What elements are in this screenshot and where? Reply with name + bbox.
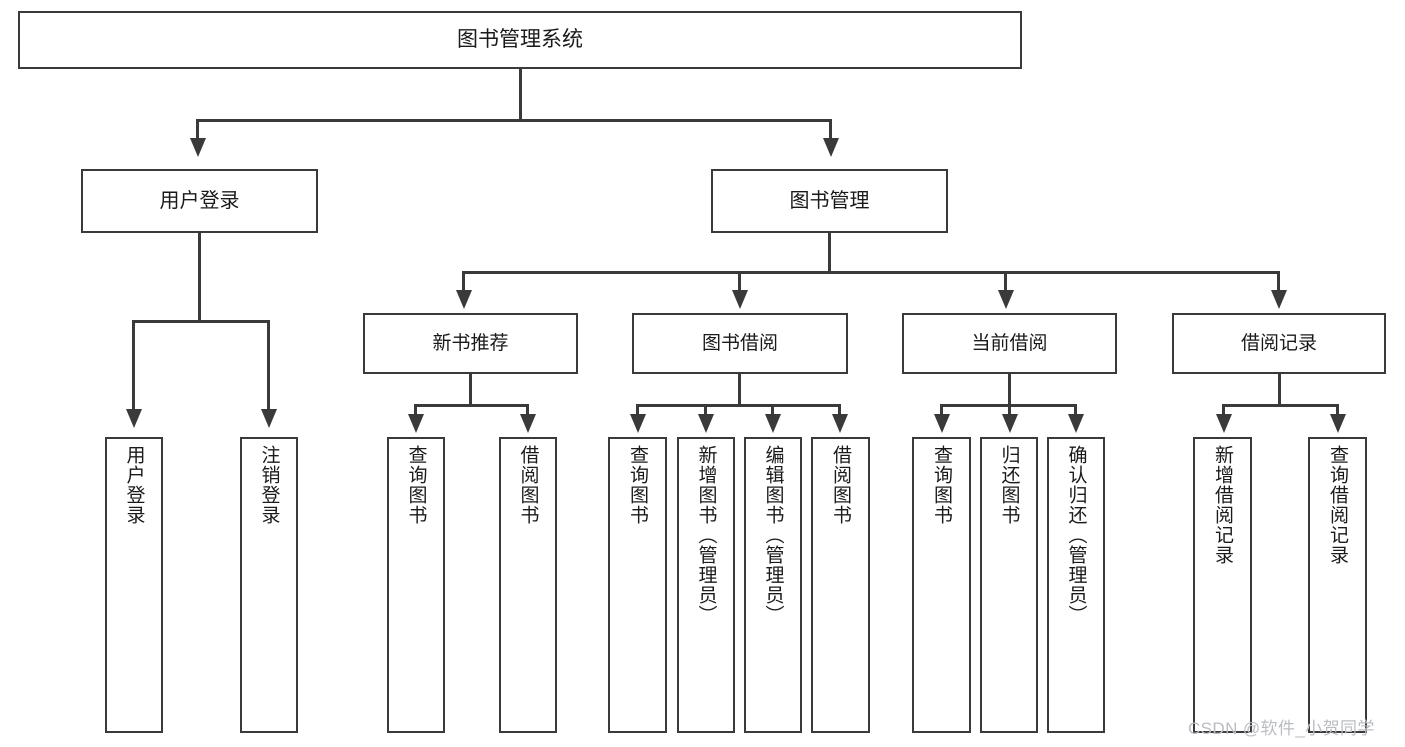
node-root-system[interactable]: 图书管理系统 xyxy=(18,11,1022,69)
node-label: 注销登录 xyxy=(258,445,280,525)
edge-new-book-to-leaf-0 xyxy=(414,404,417,418)
arrow-current-borrow-to-leaf-0 xyxy=(934,414,950,433)
edge-root-stem xyxy=(519,69,522,121)
arrow-book-manage-to-lvl2-3 xyxy=(1271,290,1287,309)
edge-root-to-user-login xyxy=(196,119,199,141)
node-borrow-record[interactable]: 借阅记录 xyxy=(1172,313,1386,374)
edge-new-book-bus xyxy=(414,404,529,407)
node-label: 用户登录 xyxy=(159,189,240,212)
node-label: 查询图书 xyxy=(627,445,648,525)
node-label: 查询借阅记录 xyxy=(1327,445,1348,565)
arrow-book-manage-to-lvl2-1 xyxy=(732,290,748,309)
edge-root-to-book-manage xyxy=(829,119,832,141)
arrow-new-book-to-leaf-1 xyxy=(520,414,536,433)
node-label: 图书借阅 xyxy=(701,332,778,354)
node-label: 当前借阅 xyxy=(971,332,1048,354)
edge-borrow-record-bus xyxy=(1222,404,1339,407)
node-label: 图书管理 xyxy=(789,189,870,212)
arrow-borrow-record-to-leaf-1 xyxy=(1330,414,1346,433)
node-label: 编辑图书（管理员） xyxy=(762,445,784,625)
node-book-borrow[interactable]: 图书借阅 xyxy=(632,313,848,374)
leaf-borrow-record-1[interactable]: 查询借阅记录 xyxy=(1308,437,1367,733)
arrow-current-borrow-to-leaf-1 xyxy=(1002,414,1018,433)
arrow-root-to-book-manage xyxy=(823,138,839,157)
leaf-current-borrow-2[interactable]: 确认归还（管理员） xyxy=(1047,437,1105,733)
leaf-book-borrow-3[interactable]: 借阅图书 xyxy=(811,437,870,733)
edge-borrow-record-stem xyxy=(1278,374,1281,406)
node-label: 归还图书 xyxy=(998,445,1020,525)
edge-book-borrow-to-leaf-1 xyxy=(704,404,707,418)
arrow-book-manage-to-lvl2-0 xyxy=(456,290,472,309)
leaf-user-login-1[interactable]: 注销登录 xyxy=(240,437,298,733)
edge-new-book-stem xyxy=(469,374,472,406)
arrow-book-manage-to-lvl2-2 xyxy=(998,290,1014,309)
node-current-borrow[interactable]: 当前借阅 xyxy=(902,313,1117,374)
arrow-current-borrow-to-leaf-2 xyxy=(1068,414,1084,433)
leaf-current-borrow-0[interactable]: 查询图书 xyxy=(912,437,971,733)
edge-new-book-to-leaf-1 xyxy=(526,404,529,418)
edge-current-borrow-to-leaf-0 xyxy=(940,404,943,418)
arrow-user-login-to-leaf-0 xyxy=(126,409,142,428)
edge-book-manage-stem xyxy=(828,233,831,273)
edge-book-manage-bus xyxy=(462,271,1280,274)
edge-book-borrow-stem xyxy=(738,374,741,406)
node-label: 图书管理系统 xyxy=(457,28,583,52)
edge-book-borrow-bus xyxy=(636,404,841,407)
node-label: 借阅记录 xyxy=(1240,332,1317,354)
edge-book-manage-to-lvl2-0 xyxy=(462,271,465,293)
arrow-book-borrow-to-leaf-1 xyxy=(698,414,714,433)
edge-user-login-stem xyxy=(198,233,201,323)
edge-current-borrow-to-leaf-2 xyxy=(1074,404,1077,418)
arrow-book-borrow-to-leaf-3 xyxy=(832,414,848,433)
node-user-login[interactable]: 用户登录 xyxy=(81,169,318,233)
arrow-root-to-user-login xyxy=(190,138,206,157)
leaf-new-book-recommend-1[interactable]: 借阅图书 xyxy=(499,437,557,733)
arrow-new-book-to-leaf-0 xyxy=(408,414,424,433)
leaf-user-login-0[interactable]: 用户登录 xyxy=(105,437,163,733)
edge-book-manage-to-lvl2-1 xyxy=(738,271,741,293)
edge-borrow-record-to-leaf-1 xyxy=(1336,404,1339,418)
edge-root-bus xyxy=(196,119,832,122)
edge-user-login-to-leaf-0 xyxy=(132,320,135,412)
node-label: 查询图书 xyxy=(931,445,952,525)
arrow-book-borrow-to-leaf-0 xyxy=(630,414,646,433)
leaf-book-borrow-2[interactable]: 编辑图书（管理员） xyxy=(744,437,802,733)
node-label: 新增图书（管理员） xyxy=(695,445,717,625)
arrow-user-login-to-leaf-1 xyxy=(261,409,277,428)
edge-user-login-to-leaf-1 xyxy=(267,320,270,412)
leaf-borrow-record-0[interactable]: 新增借阅记录 xyxy=(1193,437,1252,733)
leaf-book-borrow-1[interactable]: 新增图书（管理员） xyxy=(677,437,735,733)
node-label: 借阅图书 xyxy=(830,445,851,525)
edge-current-borrow-stem xyxy=(1008,374,1011,406)
arrow-borrow-record-to-leaf-0 xyxy=(1216,414,1232,433)
leaf-new-book-recommend-0[interactable]: 查询图书 xyxy=(387,437,445,733)
edge-book-borrow-to-leaf-3 xyxy=(838,404,841,418)
node-label: 新增借阅记录 xyxy=(1212,445,1233,565)
arrow-book-borrow-to-leaf-2 xyxy=(765,414,781,433)
edge-borrow-record-to-leaf-0 xyxy=(1222,404,1225,418)
edge-book-borrow-to-leaf-0 xyxy=(636,404,639,418)
edge-current-borrow-to-leaf-1 xyxy=(1008,404,1011,418)
node-label: 查询图书 xyxy=(405,445,427,525)
leaf-current-borrow-1[interactable]: 归还图书 xyxy=(980,437,1038,733)
node-label: 新书推荐 xyxy=(432,332,509,354)
node-label: 用户登录 xyxy=(123,445,145,525)
edge-book-manage-to-lvl2-3 xyxy=(1277,271,1280,293)
node-book-manage[interactable]: 图书管理 xyxy=(711,169,948,233)
node-new-book-recommend[interactable]: 新书推荐 xyxy=(363,313,578,374)
node-label: 确认归还（管理员） xyxy=(1065,445,1087,625)
csdn-watermark: CSDN @软件_小贺同学 xyxy=(1188,719,1375,738)
edge-book-borrow-to-leaf-2 xyxy=(771,404,774,418)
edge-book-manage-to-lvl2-2 xyxy=(1004,271,1007,293)
node-label: 借阅图书 xyxy=(517,445,539,525)
edge-user-login-bus xyxy=(132,320,269,323)
leaf-book-borrow-0[interactable]: 查询图书 xyxy=(608,437,667,733)
